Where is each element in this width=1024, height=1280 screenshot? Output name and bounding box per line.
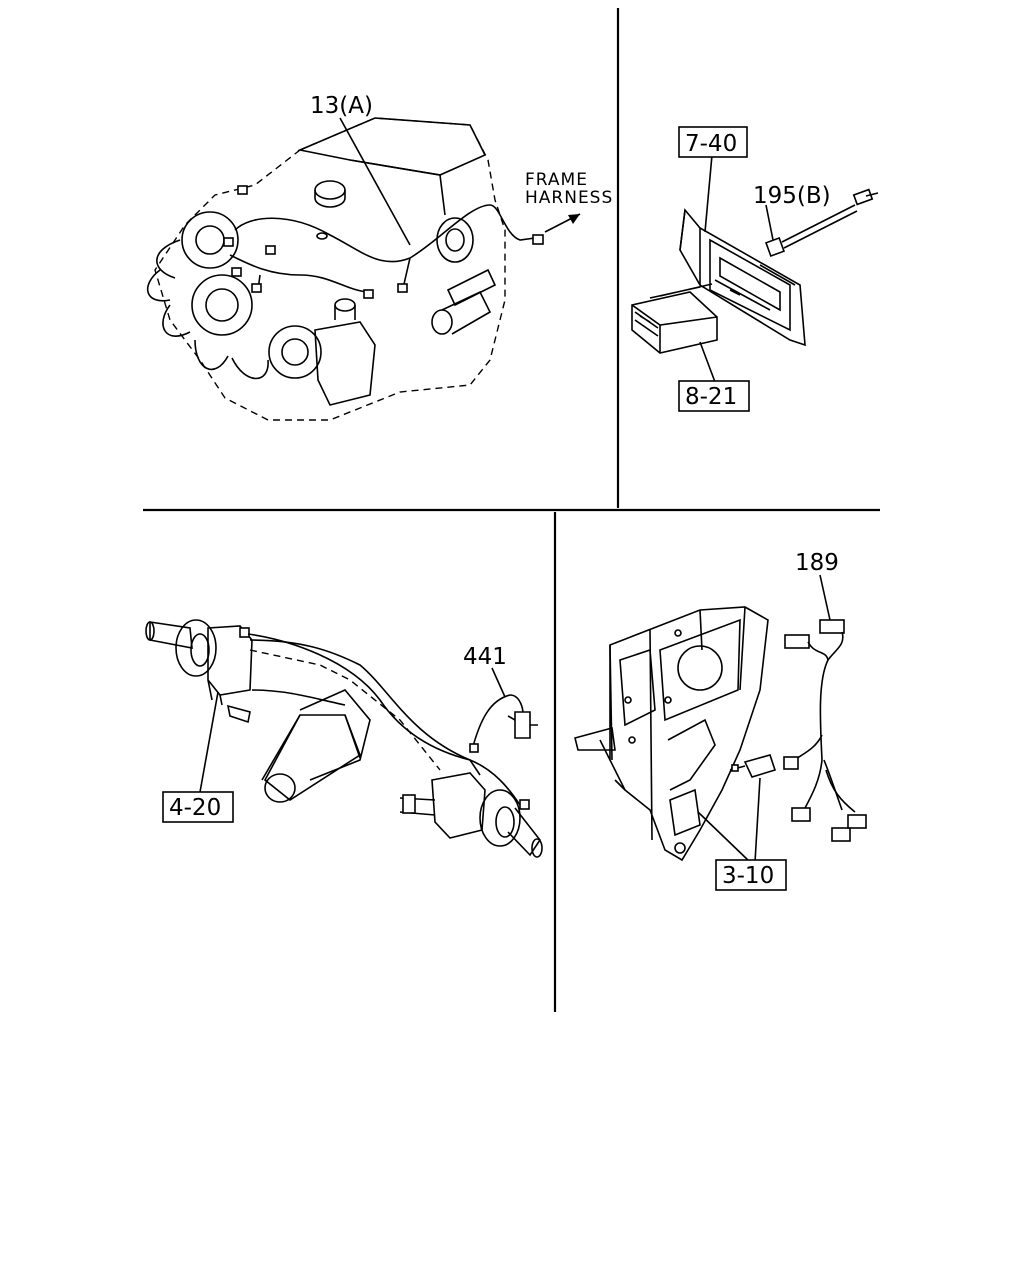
leader-pedal-harness [819, 574, 831, 621]
label-radio-unit: 8-21 [685, 384, 737, 410]
label-box-dash-panel: 7-40 [678, 126, 748, 158]
label-pedal-harness: 189 [795, 550, 839, 576]
frame-harness-arrow [544, 213, 581, 233]
label-dash-panel: 7-40 [685, 131, 737, 157]
leader-rear-axle [199, 691, 219, 793]
leader-pedal-bracket-a [697, 811, 751, 863]
leader-dash-connector [765, 204, 774, 241]
label-rear-axle-sensor: 441 [463, 644, 507, 670]
label-box-radio-unit: 8-21 [678, 380, 750, 412]
pedal-bracket-drawing [574, 606, 867, 862]
dash-panel-drawing [631, 188, 879, 354]
label-frame-harness-1: FRAME [525, 170, 588, 190]
label-dash-connector: 195(B) [753, 183, 831, 209]
leader-engine-harness [339, 117, 411, 246]
leader-rear-axle-sensor [491, 667, 506, 698]
label-frame-harness-2: HARNESS [525, 188, 613, 208]
label-box-pedal-bracket: 3-10 [715, 859, 787, 891]
label-engine-harness: 13(A) [310, 93, 373, 119]
label-pedal-bracket: 3-10 [722, 863, 774, 889]
panel-dividers [143, 8, 880, 1012]
label-box-rear-axle: 4-20 [162, 791, 234, 823]
label-rear-axle: 4-20 [169, 795, 221, 821]
rear-axle-drawing [145, 619, 543, 858]
leader-dash-panel [704, 154, 713, 233]
engine-drawing [146, 117, 544, 421]
leader-pedal-bracket-b [754, 777, 761, 863]
leader-radio-unit [699, 341, 716, 383]
